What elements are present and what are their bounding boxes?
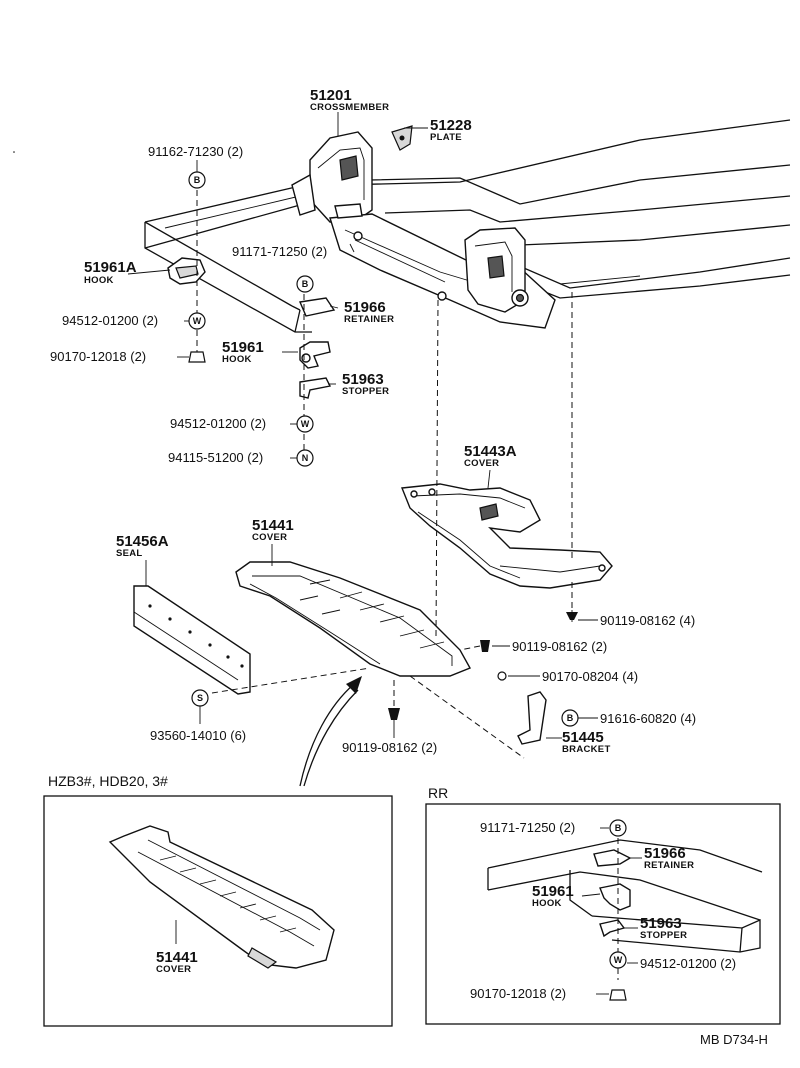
inset-stopper-number: 51963 [640, 915, 682, 932]
cover-51441-name: COVER [252, 532, 287, 543]
nut-94115-number: 94115-51200 (2) [168, 450, 263, 465]
hook-51961a-drawing [167, 257, 206, 285]
cover-51441-drawing [235, 561, 471, 677]
seal-name: SEAL [116, 548, 143, 559]
inset-left: HZB3#, HDB20, 3# 51441 COVER [43, 773, 393, 1027]
bracket-drawing [517, 691, 547, 745]
hardware-symbols: B B W W N B S [188, 171, 579, 727]
frame-rails [144, 119, 791, 333]
crossmember-number: 51201 [310, 87, 352, 104]
inset-cover-drawing [108, 825, 335, 969]
svg-text:W: W [301, 419, 310, 429]
cover-51443a-number: 51443A [464, 443, 517, 460]
plate-name: PLATE [430, 132, 462, 143]
inset-arrow [299, 683, 355, 787]
crossmember-name: CROSSMEMBER [310, 102, 389, 113]
inset-left-title: HZB3#, HDB20, 3# [48, 773, 168, 789]
cover-51443a-name: COVER [464, 458, 499, 469]
inset-cover-number: 51441 [156, 949, 198, 966]
inset-retainer-drawing [593, 849, 632, 867]
plate-number: 51228 [430, 117, 472, 134]
bracket-name: BRACKET [562, 744, 611, 755]
inset-hook-number: 51961 [532, 883, 574, 900]
drawing-code: MB D734-H [700, 1032, 768, 1047]
svg-text:B: B [194, 175, 201, 185]
washer-94512-b-number: 94512-01200 (2) [170, 416, 266, 431]
stopper-number: 51963 [342, 371, 384, 388]
svg-text:N: N [302, 453, 309, 463]
washer-94512-a-number: 94512-01200 (2) [62, 313, 158, 328]
stopper-drawing [299, 377, 332, 399]
inset-right: RR B W 91171-71250 (2) 51966 RETAINER 51… [425, 785, 781, 1025]
bolt-90119-c-number: 90119-08162 (2) [342, 740, 437, 755]
inset-hook-name: HOOK [532, 898, 562, 909]
nut-90170-a-number: 90170-12018 (2) [50, 349, 146, 364]
hook-51961-name: HOOK [222, 354, 252, 365]
retainer-number: 51966 [344, 299, 386, 316]
bolt-91616-number: 91616-60820 (4) [600, 711, 696, 726]
inset-retainer-name: RETAINER [644, 860, 694, 871]
inset-right-frame [425, 803, 781, 1025]
stopper-name: STOPPER [342, 386, 389, 397]
nut-90170-b-number: 90170-08204 (4) [542, 669, 638, 684]
inset-frame-rail [487, 839, 763, 953]
svg-text:S: S [197, 693, 203, 703]
retainer-name: RETAINER [344, 314, 394, 325]
svg-text:W: W [193, 316, 202, 326]
inset-bolt-number: 91171-71250 (2) [480, 820, 575, 835]
retainer-drawing [299, 297, 336, 317]
inset-left-frame [43, 795, 393, 1027]
screw-93560-number: 93560-14010 (6) [150, 728, 246, 743]
seal-drawing [133, 585, 251, 695]
hook-51961a-name: HOOK [84, 275, 114, 286]
bracket-number: 51445 [562, 729, 604, 746]
bolt-90119-b-number: 90119-08162 (2) [512, 639, 607, 654]
cover-51443a-drawing [401, 483, 613, 589]
leader-lines [127, 112, 598, 739]
crossmember-drawing [291, 131, 556, 329]
inset-hook-drawing [599, 883, 631, 911]
cover-51441-number: 51441 [252, 517, 294, 534]
svg-text:W: W [614, 955, 623, 965]
inset-stopper-drawing [599, 919, 626, 938]
hook-51961a-number: 51961A [84, 259, 137, 276]
bolt-90119-a-number: 90119-08162 (4) [600, 613, 695, 628]
inset-stopper-name: STOPPER [640, 930, 687, 941]
svg-text:B: B [302, 279, 309, 289]
seal-number: 51456A [116, 533, 169, 550]
inset-right-title: RR [428, 785, 448, 801]
inset-retainer-number: 51966 [644, 845, 686, 862]
svg-text:B: B [567, 713, 574, 723]
hook-51961-number: 51961 [222, 339, 264, 356]
svg-text:B: B [615, 823, 622, 833]
bolt-91171-number: 91171-71250 (2) [232, 244, 327, 259]
inset-nut-number: 90170-12018 (2) [470, 986, 566, 1001]
part-labels: 51201 CROSSMEMBER 51228 PLATE 91162-7123… [50, 87, 696, 755]
bolt-91162-number: 91162-71230 (2) [148, 144, 243, 159]
inset-cover-name: COVER [156, 964, 191, 975]
inset-washer-number: 94512-01200 (2) [640, 956, 736, 971]
